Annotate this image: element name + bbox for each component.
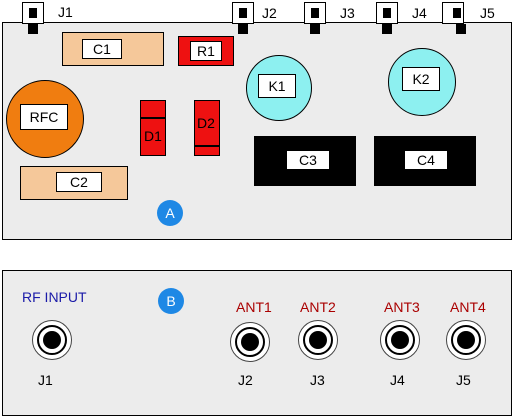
ant3-label: ANT3 [384,299,420,315]
ant2-label: ANT2 [300,299,336,315]
jack-j4-pin [382,24,392,34]
capacitor-c2-label: C2 [56,172,102,192]
jack-j2-label: J2 [262,5,277,21]
diode-d1-label: D1 [144,128,162,144]
ant2-connector-j3 [298,320,338,360]
connector-j3-label: J3 [310,372,325,388]
diagram-a-badge: A [157,200,183,226]
diode-d1 [140,100,166,156]
ant1-connector-j2 [230,322,270,362]
ant4-connector-j5 [446,320,486,360]
ant3-connector-j4 [380,320,420,360]
jack-j5-label: J5 [480,5,495,21]
rf-input-connector-j1 [32,320,72,360]
connector-j5-label: J5 [456,372,471,388]
jack-j3-label: J3 [340,5,355,21]
diode-d2 [194,100,220,156]
resistor-r1-label: R1 [190,41,222,61]
capacitor-c4-label: C4 [404,150,448,170]
jack-j5-pin [456,24,466,34]
jack-j5-connector [442,2,464,24]
jack-j3-connector [304,2,326,24]
capacitor-c3-label: C3 [286,150,330,170]
connector-j2-label: J2 [238,372,253,388]
diode-d2-label: D2 [197,115,215,131]
relay-k1-label: K1 [258,74,296,98]
jack-j1-pin [28,24,38,34]
connector-j1-label: J1 [38,372,53,388]
ant1-label: ANT1 [236,299,272,315]
jack-j1-label: J1 [58,4,73,20]
ant4-label: ANT4 [450,299,486,315]
jack-j2-connector [232,2,254,24]
jack-j3-pin [310,24,320,34]
jack-j4-connector [376,2,398,24]
connector-j4-label: J4 [390,372,405,388]
jack-j1-connector [22,2,44,24]
diagram-b-badge: B [158,288,184,314]
rf-input-label: RF INPUT [22,289,87,305]
capacitor-c1-label: C1 [82,39,122,59]
rf-choke-rfc-label: RFC [20,104,68,130]
relay-k2-label: K2 [402,67,440,91]
jack-j4-label: J4 [412,5,427,21]
jack-j2-pin [238,24,248,34]
